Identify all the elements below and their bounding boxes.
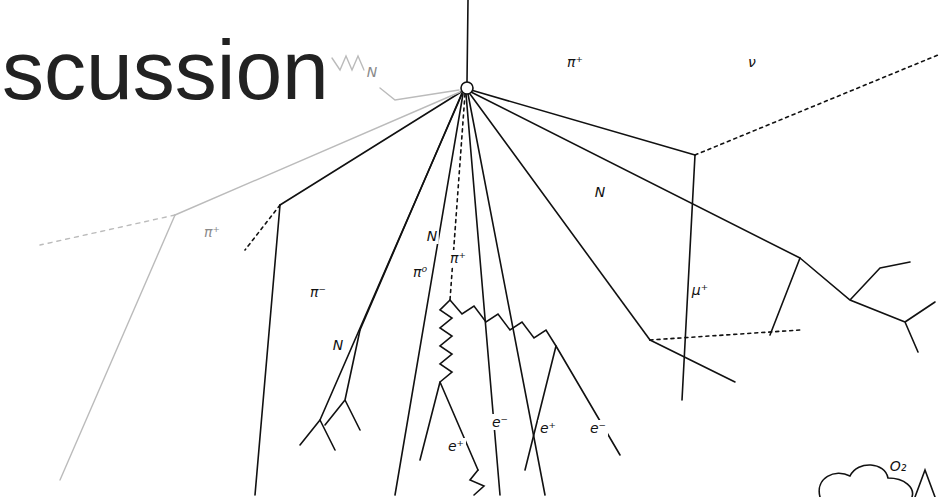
muon-track: [255, 205, 280, 495]
particle-label: e⁺: [446, 438, 466, 454]
nucleon-branches: [770, 258, 935, 352]
molecule-symbol: [915, 470, 935, 497]
pair-tracks: [525, 346, 620, 470]
photon-zigzag: [470, 470, 484, 495]
faint-track: [380, 88, 459, 100]
nucleon-track: [471, 92, 800, 258]
primary-track: [467, 0, 468, 82]
interaction-vertex: [461, 82, 473, 94]
photon-zigzag: [440, 300, 452, 382]
particle-label: e⁺: [538, 420, 558, 436]
particle-track: [466, 94, 500, 495]
particle-label: e⁻: [588, 420, 608, 436]
slide-title: scussion: [2, 28, 329, 112]
neutrino-track: [695, 55, 938, 155]
particle-label: O₂: [888, 458, 909, 474]
particle-label: N: [365, 64, 379, 80]
photon-zigzag: [450, 300, 556, 346]
pion-track: [471, 90, 695, 155]
particle-label: ν: [746, 54, 758, 70]
particle-label: π⁺: [202, 224, 222, 240]
neutrino-track: [245, 205, 280, 250]
faint-dotted-track: [40, 215, 175, 245]
particle-label: N: [331, 337, 345, 353]
electron-track: [650, 340, 735, 382]
neutrino-track: [650, 330, 800, 340]
neutral-pion-track: [450, 94, 465, 300]
faint-zigzag: [332, 56, 364, 70]
particle-track: [395, 94, 463, 495]
muon-track: [682, 155, 695, 400]
particle-label: π⁻: [308, 284, 328, 300]
particle-label: π⁰: [411, 264, 429, 280]
particle-label: N: [425, 228, 439, 244]
particle-branches: [300, 420, 335, 450]
particle-label: π⁺: [565, 54, 585, 70]
nucleon-branches: [325, 330, 360, 430]
particle-label: e⁻: [490, 414, 510, 430]
muon-track: [470, 94, 650, 340]
particle-label: μ⁺: [690, 282, 710, 298]
particle-label: N: [593, 184, 607, 200]
particle-label: π⁺: [448, 250, 468, 266]
faint-track: [60, 215, 175, 480]
pair-tracks: [420, 382, 478, 470]
